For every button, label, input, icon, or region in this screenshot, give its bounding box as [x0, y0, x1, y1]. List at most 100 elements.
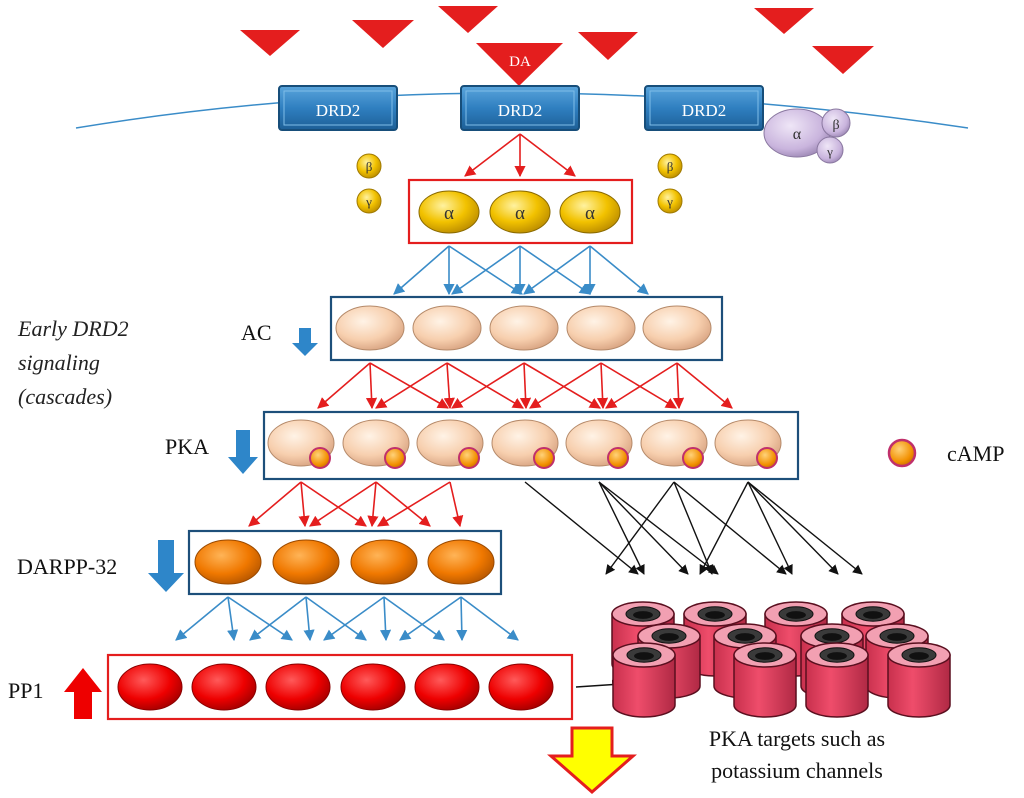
dopamine-triangle [812, 46, 874, 74]
dopamine-triangle [352, 20, 414, 48]
dopamine-label: DA [509, 54, 531, 70]
pka-molecule [491, 419, 559, 469]
camp-molecule [384, 447, 406, 469]
pka-molecule [714, 419, 782, 469]
receptor-to-galpha-arrows [464, 133, 576, 178]
targets-caption-line: potassium channels [711, 758, 883, 783]
g-gamma-label: γ [826, 144, 833, 159]
dopamine-triangle [240, 30, 300, 56]
dopamine-triangle [754, 8, 814, 34]
potassium-channels [611, 601, 951, 718]
dopamine-bound-triangle [476, 43, 563, 86]
activation-arrow [519, 133, 576, 177]
camp-molecule [533, 447, 555, 469]
pka-molecule [565, 419, 633, 469]
ac-down-arrow-icon [292, 328, 318, 356]
receptors: DRD2 DRD2 DRD2 [278, 85, 764, 131]
early-signaling-label: Early DRD2 signaling (cascades) [17, 316, 129, 409]
pp1-molecule [488, 663, 554, 711]
potassium-channel [733, 642, 797, 718]
free-beta-gamma: β γ β γ [356, 153, 683, 214]
activation-arrow [464, 133, 521, 177]
darpp32-level: DARPP-32 [17, 529, 503, 596]
pka-molecule [342, 419, 410, 469]
pp1-molecule [265, 663, 331, 711]
g-beta-subunit [821, 108, 851, 138]
early-signaling-line: Early DRD2 [17, 316, 129, 341]
g-alpha-subunit [559, 190, 621, 234]
galpha-to-ac-arrows [393, 245, 649, 296]
pp1-level: PP1 [8, 653, 574, 721]
g-alpha-subunit [489, 190, 551, 234]
ac-label: AC [241, 320, 272, 345]
g-beta-subunit [356, 153, 382, 179]
potassium-channel [805, 642, 869, 718]
pka-to-darpp-arrows [248, 481, 464, 528]
potassium-channel [887, 642, 951, 718]
camp-legend-label: cAMP [947, 441, 1004, 466]
receptor-drd2 [278, 85, 398, 131]
darpp32-molecule [427, 539, 495, 585]
ac-molecule [335, 305, 405, 351]
pp1-molecule [117, 663, 183, 711]
ac-to-pka-arrows [317, 362, 733, 410]
pka-to-target-arrows [524, 481, 863, 575]
receptor-label: DRD2 [498, 101, 542, 120]
camp-molecule [458, 447, 480, 469]
receptor-drd2 [644, 85, 764, 131]
darpp32-molecule [194, 539, 262, 585]
ac-molecule [412, 305, 482, 351]
g-alpha-subunit [418, 190, 480, 234]
g-alpha-label: α [585, 203, 595, 224]
g-alpha-box: α α α [407, 178, 634, 245]
g-gamma-label: γ [365, 194, 372, 209]
camp-molecule [756, 447, 778, 469]
pp1-molecule [340, 663, 406, 711]
ac-level: AC [241, 295, 724, 362]
g-gamma-label: γ [666, 194, 673, 209]
darpp-to-pp1-arrows [175, 596, 519, 642]
pka-label: PKA [165, 434, 209, 459]
g-gamma-subunit [657, 188, 683, 214]
darpp32-down-arrow-icon [148, 540, 184, 592]
g-beta-label: β [366, 159, 373, 174]
pp1-molecule [191, 663, 257, 711]
g-beta-label: β [832, 118, 839, 133]
output-down-arrow-icon [547, 726, 637, 794]
camp-legend-icon [887, 438, 917, 468]
receptor-drd2 [460, 85, 580, 131]
pp1-label: PP1 [8, 678, 43, 703]
darpp32-molecule [350, 539, 418, 585]
darpp32-label: DARPP-32 [17, 554, 117, 579]
camp-molecule [309, 447, 331, 469]
ac-molecule [642, 305, 712, 351]
darpp32-molecule [272, 539, 340, 585]
pka-level: PKA [165, 410, 800, 481]
ac-molecule [566, 305, 636, 351]
g-beta-label: β [667, 159, 674, 174]
g-alpha-label: α [515, 203, 525, 224]
camp-molecule [607, 447, 629, 469]
potassium-channel [612, 642, 676, 718]
pka-down-arrow-icon [228, 430, 258, 474]
g-alpha-label: α [793, 126, 802, 143]
receptor-label: DRD2 [682, 101, 726, 120]
g-protein-heterotrimer: α β γ [763, 108, 851, 164]
camp-legend: cAMP [887, 438, 1004, 468]
early-signaling-line: (cascades) [18, 384, 112, 409]
ac-molecule [489, 305, 559, 351]
dopamine-triangle [578, 32, 638, 60]
dopamine-triangle [438, 6, 498, 33]
pp1-up-arrow-icon [64, 668, 102, 719]
g-alpha-label: α [444, 203, 454, 224]
pka-molecule [640, 419, 708, 469]
pka-molecule [267, 419, 335, 469]
g-beta-subunit [657, 153, 683, 179]
receptor-label: DRD2 [316, 101, 360, 120]
pp1-molecule [414, 663, 480, 711]
camp-molecule [682, 447, 704, 469]
targets-caption-line: PKA targets such as [709, 726, 885, 751]
pka-molecule [416, 419, 484, 469]
early-signaling-line: signaling [18, 350, 100, 375]
